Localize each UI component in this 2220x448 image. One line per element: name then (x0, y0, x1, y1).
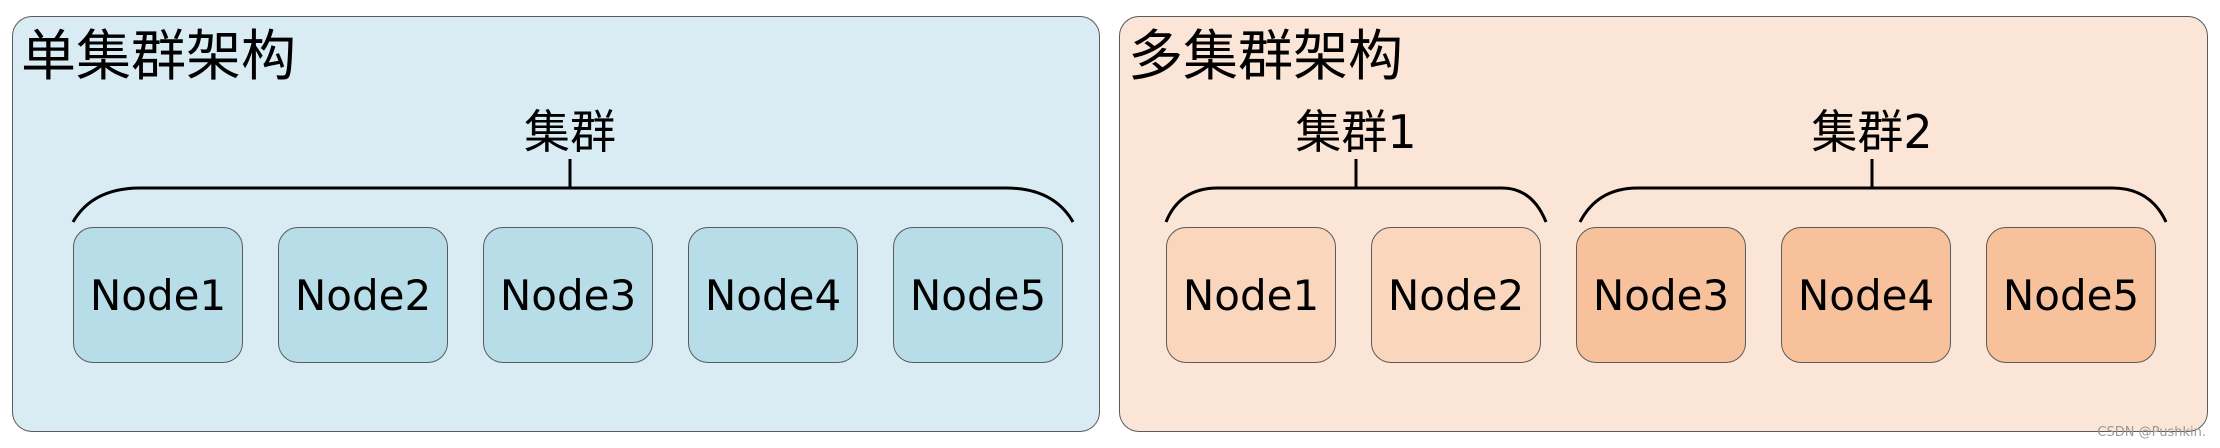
cluster-brace (71, 159, 1075, 223)
watermark: CSDN @Pushkin. (2097, 425, 2206, 440)
multi-node-3: Node3 (1576, 227, 1746, 363)
single-node-4: Node4 (688, 227, 858, 363)
multi-cluster-panel: 多集群架构 集群1 集群2 Node1 Node2 Node3 Node4 No… (1119, 16, 2208, 432)
cluster1-label: 集群1 (1295, 105, 1417, 159)
multi-node-5: Node5 (1986, 227, 2156, 363)
single-node-2: Node2 (278, 227, 448, 363)
multi-node-1: Node1 (1166, 227, 1336, 363)
cluster-braces (1164, 159, 2168, 223)
cluster2-label: 集群2 (1811, 105, 1933, 159)
single-node-3: Node3 (483, 227, 653, 363)
single-cluster-panel: 单集群架构 集群 Node1 Node2 Node3 Node4 Node5 (12, 16, 1100, 432)
multi-node-2: Node2 (1371, 227, 1541, 363)
multi-node-4: Node4 (1781, 227, 1951, 363)
single-node-5: Node5 (893, 227, 1063, 363)
multi-cluster-title: 多集群架构 (1128, 24, 1404, 88)
single-node-1: Node1 (73, 227, 243, 363)
single-cluster-title: 单集群架构 (21, 24, 297, 88)
cluster-label: 集群 (524, 105, 616, 159)
